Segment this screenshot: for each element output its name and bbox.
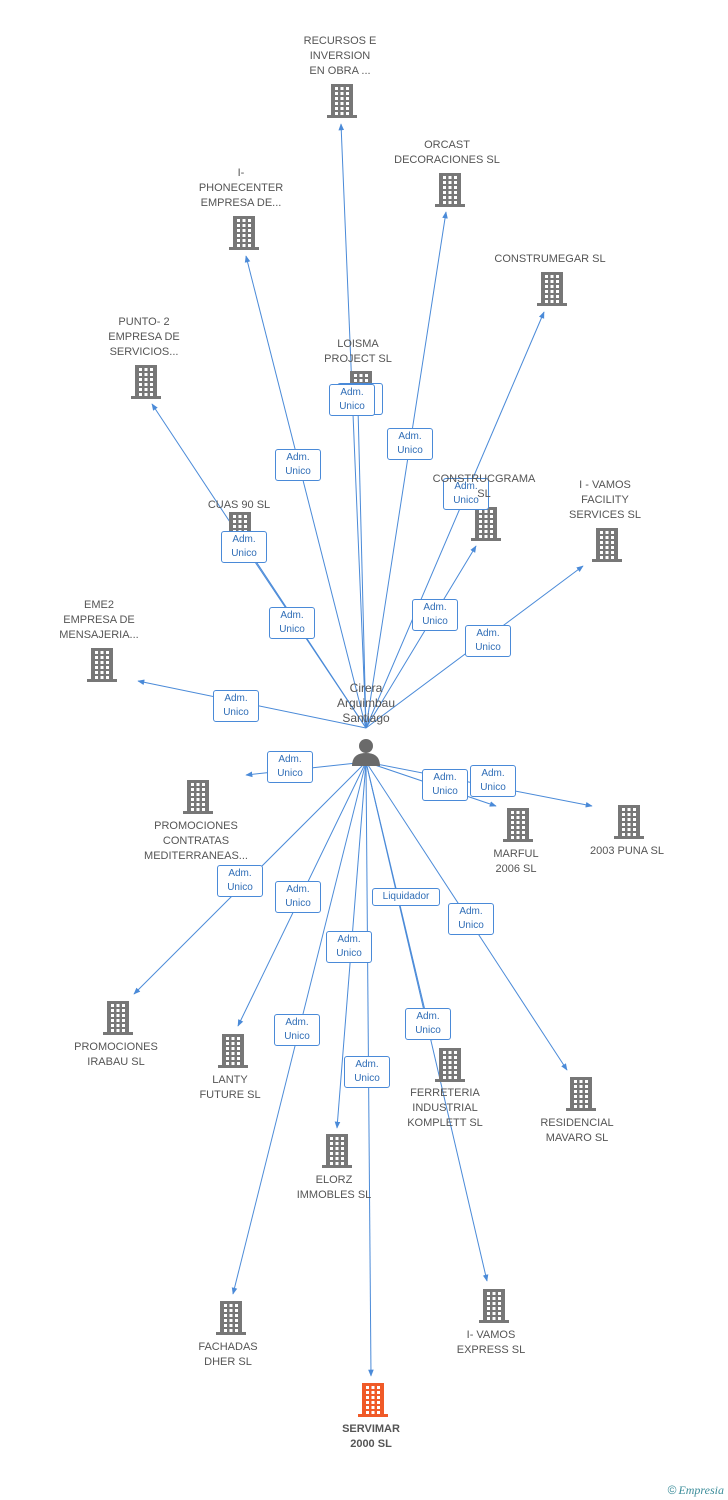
- company-name-promociones_contratas[interactable]: PROMOCIONES CONTRATAS MEDITERRANEAS...: [144, 820, 248, 862]
- edge-recursos: [338, 123, 367, 729]
- role-badge-promociones_contratas[interactable]: Adm. Unico: [267, 751, 313, 783]
- company-name-construcgrama[interactable]: CONSTRUCGRAMA SL: [432, 473, 536, 500]
- building-icon-marful[interactable]: [503, 808, 533, 842]
- role-badge-phonecenter[interactable]: Adm. Unico: [275, 449, 321, 481]
- building-icon-fachadas[interactable]: [216, 1301, 246, 1335]
- company-name-recursos[interactable]: RECURSOS E INVERSION EN OBRA ...: [303, 35, 377, 77]
- role-badge-cuas90[interactable]: Adm. Unico: [269, 607, 315, 639]
- company-name-cuas90[interactable]: CUAS 90 SL: [207, 499, 271, 511]
- role-badge-residencial[interactable]: Adm. Unico: [448, 903, 494, 935]
- company-name-lanty[interactable]: LANTY FUTURE SL: [199, 1074, 261, 1101]
- role-badge-construmegar[interactable]: Adm. Unico: [443, 478, 489, 510]
- building-icon-promociones_contratas[interactable]: [183, 780, 213, 814]
- building-icon-servimar[interactable]: [358, 1383, 388, 1417]
- company-name-punto2[interactable]: PUNTO- 2 EMPRESA DE SERVICIOS...: [108, 316, 180, 358]
- person-icon[interactable]: [352, 739, 380, 766]
- edge-construmegar: [365, 311, 545, 729]
- edge-phonecenter: [244, 255, 367, 729]
- company-name-phonecenter[interactable]: I- PHONECENTER EMPRESA DE...: [198, 167, 284, 209]
- role-badge-ferreteria[interactable]: Liquidador: [372, 888, 440, 906]
- role-badge-ivamos_express[interactable]: Adm. Unico: [405, 1008, 451, 1040]
- building-icon-promociones_irabau[interactable]: [103, 1001, 133, 1035]
- building-icon-eme2[interactable]: [87, 648, 117, 682]
- company-name-servimar[interactable]: SERVIMAR 2000 SL: [342, 1423, 400, 1450]
- role-badge-fachadas[interactable]: Adm. Unico: [274, 1014, 320, 1046]
- company-name-construmegar[interactable]: CONSTRUMEGAR SL: [494, 253, 606, 265]
- role-badge-ivamos_facility[interactable]: Adm. Unico: [465, 625, 511, 657]
- building-icon-ivamos_express[interactable]: [479, 1289, 509, 1323]
- role-badge-construcgrama[interactable]: Adm. Unico: [412, 599, 458, 631]
- role-badge-orcast[interactable]: Adm. Unico: [387, 428, 433, 460]
- role-badge-lanty[interactable]: Adm. Unico: [275, 881, 321, 913]
- person-name[interactable]: Cirera Arguimbau Santiago: [336, 681, 396, 725]
- role-badge-loisma[interactable]: Adm. Unico: [329, 384, 375, 416]
- company-name-orcast[interactable]: ORCAST DECORACIONES SL: [394, 139, 500, 166]
- building-icon-ivamos_facility[interactable]: [592, 528, 622, 562]
- edge-cuas90: [248, 552, 367, 729]
- building-icon-construcgrama[interactable]: [471, 507, 501, 541]
- edge-construcgrama: [365, 545, 477, 729]
- icons-layer: [87, 84, 644, 1417]
- building-icon-residencial[interactable]: [566, 1077, 596, 1111]
- brand-name: Empresia: [678, 1483, 724, 1497]
- edge-orcast: [365, 211, 448, 729]
- role-badge-servimar[interactable]: Adm. Unico: [344, 1056, 390, 1088]
- role-badge-eme2[interactable]: Adm. Unico: [213, 690, 259, 722]
- building-icon-construmegar[interactable]: [537, 272, 567, 306]
- building-icon-punto2[interactable]: [131, 365, 161, 399]
- role-badge-promociones_irabau[interactable]: Adm. Unico: [217, 865, 263, 897]
- company-name-promociones_irabau[interactable]: PROMOCIONES IRABAU SL: [74, 1041, 158, 1068]
- company-name-ivamos_facility[interactable]: I - VAMOS FACILITY SERVICES SL: [569, 479, 641, 521]
- company-name-ivamos_express[interactable]: I- VAMOS EXPRESS SL: [456, 1329, 526, 1356]
- role-badge-puna[interactable]: Adm. Unico: [470, 765, 516, 797]
- company-name-loisma[interactable]: LOISMA PROJECT SL: [324, 338, 392, 365]
- copyright-symbol: ©: [667, 1483, 677, 1497]
- building-icon-phonecenter[interactable]: [229, 216, 259, 250]
- company-name-eme2[interactable]: EME2 EMPRESA DE MENSAJERIA...: [59, 599, 139, 641]
- role-badge-punto2[interactable]: Adm. Unico: [221, 531, 267, 563]
- company-name-puna[interactable]: 2003 PUNA SL: [590, 845, 664, 857]
- role-badge-elorz[interactable]: Adm. Unico: [326, 931, 372, 963]
- company-name-fachadas[interactable]: FACHADAS DHER SL: [198, 1341, 258, 1368]
- company-name-ferreteria[interactable]: FERRETERIA INDUSTRIAL KOMPLETT SL: [407, 1087, 483, 1129]
- building-icon-elorz[interactable]: [322, 1134, 352, 1168]
- company-name-elorz[interactable]: ELORZ IMMOBLES SL: [296, 1174, 372, 1201]
- edge-loisma: [355, 407, 367, 729]
- company-name-marful[interactable]: MARFUL 2006 SL: [493, 848, 539, 875]
- footer-brand: ©Empresia: [668, 1483, 724, 1498]
- building-icon-puna[interactable]: [614, 805, 644, 839]
- company-name-residencial[interactable]: RESIDENCIAL MAVARO SL: [540, 1117, 614, 1144]
- building-icon-ferreteria[interactable]: [435, 1048, 465, 1082]
- building-icon-recursos[interactable]: [327, 84, 357, 118]
- building-icon-orcast[interactable]: [435, 173, 465, 207]
- role-badge-marful[interactable]: Adm. Unico: [422, 769, 468, 801]
- building-icon-lanty[interactable]: [218, 1034, 248, 1068]
